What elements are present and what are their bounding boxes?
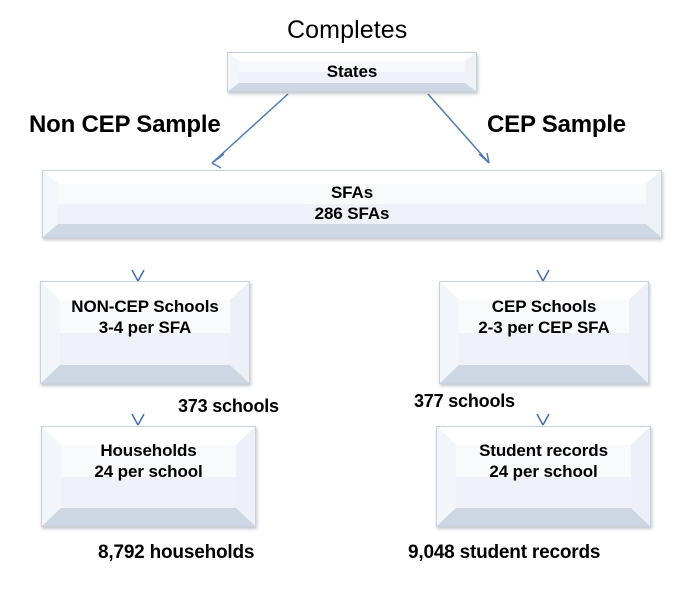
total-student-records: 9,048 student records <box>408 542 601 563</box>
node-student-records-line2: 24 per school <box>489 461 598 481</box>
arrow-states-to-sfas-right <box>427 93 490 164</box>
branch-label-non-cep: Non CEP Sample <box>29 111 221 138</box>
node-non-cep-schools-line2: 3-4 per SFA <box>98 317 192 337</box>
node-student-records-labels: Student records 24 per school <box>479 441 608 482</box>
node-cep-schools[interactable]: CEP Schools 2-3 per CEP SFA <box>439 281 649 384</box>
total-households: 8,792 households <box>98 542 255 563</box>
node-non-cep-schools-line1: NON-CEP Schools <box>71 297 219 316</box>
node-non-cep-schools[interactable]: NON-CEP Schools 3-4 per SFA <box>40 281 250 384</box>
node-sfas-line1: SFAs <box>330 183 374 203</box>
node-households-line2: 24 per school <box>94 461 203 481</box>
node-cep-schools-labels: CEP Schools 2-3 per CEP SFA <box>478 297 610 338</box>
arrow-cep-schools-to-student-records <box>536 385 550 426</box>
node-households[interactable]: Households 24 per school <box>41 426 256 527</box>
node-sfas-labels: SFAs 286 SFAs <box>315 183 390 224</box>
annotation-left-schools: 373 schools <box>178 396 279 416</box>
node-households-line1: Households <box>100 441 197 460</box>
arrow-states-to-sfas-left <box>211 93 289 169</box>
page-title: Completes <box>287 16 408 44</box>
arrow-non-cep-schools-to-households <box>131 385 145 426</box>
node-cep-schools-line1: CEP Schools <box>491 297 597 316</box>
node-student-records[interactable]: Student records 24 per school <box>436 426 651 527</box>
node-states-labels: States <box>326 61 378 83</box>
node-cep-schools-line2: 2-3 per CEP SFA <box>478 317 610 337</box>
arrow-sfas-to-non-cep-schools <box>131 238 145 282</box>
branch-label-cep: CEP Sample <box>487 111 626 138</box>
node-non-cep-schools-labels: NON-CEP Schools 3-4 per SFA <box>71 297 219 338</box>
node-student-records-line1: Student records <box>479 441 608 460</box>
arrow-sfas-to-cep-schools <box>536 238 550 282</box>
node-states[interactable]: States <box>227 52 477 92</box>
node-sfas[interactable]: SFAs 286 SFAs <box>42 170 662 238</box>
node-sfas-line2: 286 SFAs <box>314 204 390 223</box>
node-households-labels: Households 24 per school <box>94 441 202 482</box>
node-states-line1: States <box>326 61 378 81</box>
annotation-right-schools: 377 schools <box>414 391 515 411</box>
